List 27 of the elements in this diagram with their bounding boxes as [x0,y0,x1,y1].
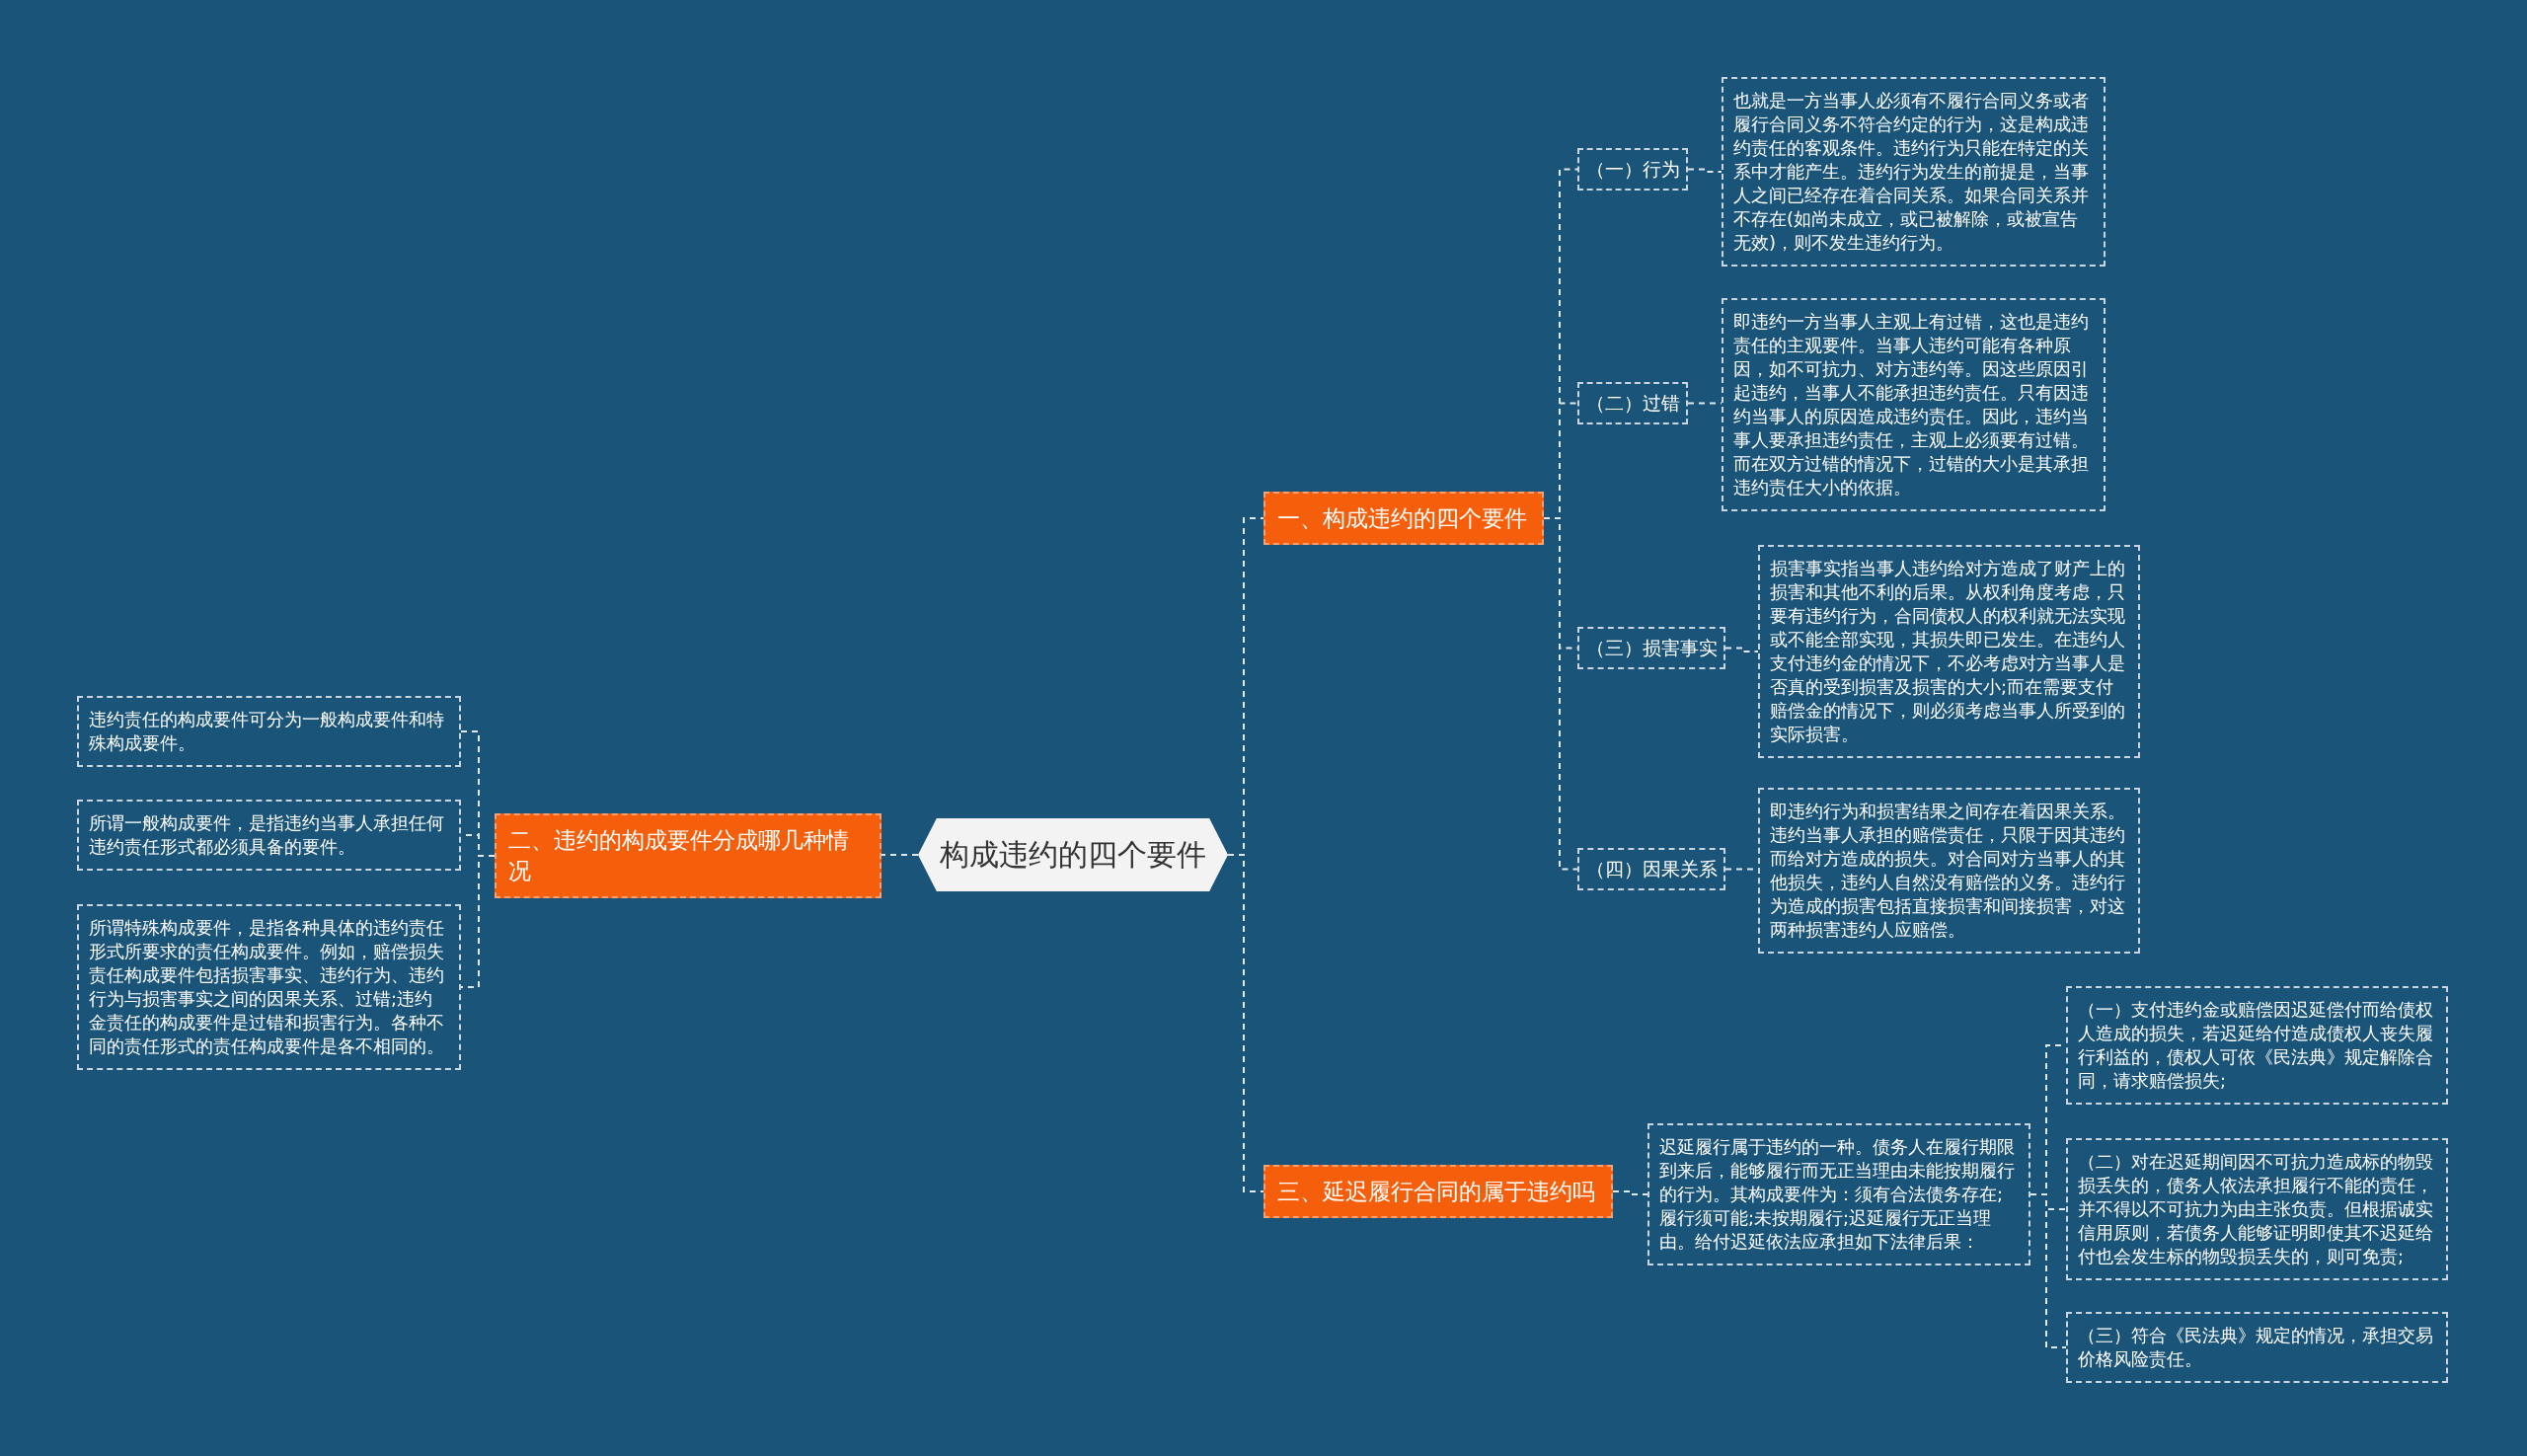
subtopic-box: （一）行为 [1577,148,1688,191]
connector-line [1687,168,1723,173]
note-box: 即违约行为和损害结果之间存在着因果关系。违约当事人承担的赔偿责任，只限于因其违约而给对方造成的损失。对合同对方当事人的其他损失，违约人自然没有赔偿的义务。违约行为造成的损害包括直接损害和间接损害，对这两种损害违约人应赔偿。 [1758,788,2140,954]
subtopic-box: （四）因果关系 [1577,848,1725,890]
topic-box: 二、违约的构成要件分成哪几种情况 [495,813,881,898]
connector-line [2029,1193,2067,1348]
topic-box: 三、延迟履行合同的属于违约吗 [1264,1165,1613,1218]
connector-line [1612,1190,1648,1195]
note-box: （二）对在迟延期间因不可抗力造成标的物毁损丢失的，债务人依法承担履行不能的责任，并不得以不可抗力为由主张负责。但根据诚实信用原则，若债务人能够证明即使其不迟延给付也会发生标的物毁损丢失的，则可免责; [2066,1138,2448,1280]
connector-line [1724,647,1759,652]
note-box: 也就是一方当事人必须有不履行合同义务或者履行合同义务不符合约定的行为，这是构成违约责任的客观条件。违约行为只能在特定的关系中才能产生。违约行为发生的前提是，当事人之间已经存在着合同关系。如果合同关系并不存在(如尚未成立，或已被解除，或被宣告无效)，则不发生违约行为。 [1722,77,2106,267]
connector-line [460,855,496,988]
connector-line [1687,402,1723,405]
subtopic-box: （二）过错 [1577,382,1688,424]
topic-box: 一、构成违约的四个要件 [1264,492,1544,545]
connector-line [1227,854,1264,1192]
central-topic: 构成违约的四个要件 [918,818,1228,891]
note-box: （三）符合《民法典》规定的情况，承担交易价格风险责任。 [2066,1312,2448,1383]
connector-line [881,854,919,856]
note-box: 即违约一方当事人主观上有过错，这也是违约责任的主观要件。当事人违约可能有各种原因，如不可抗力、对方违约等。因这些原因引起违约，当事人不能承担违约责任。只有因违约当事人的原因造成违约责任。因此，违约当事人要承担违约责任，主观上必须要有过错。而在双方过错的情况下，过错的大小是其承担违约责任大小的依据。 [1722,298,2106,511]
note-box: 违约责任的构成要件可分为一般构成要件和特殊构成要件。 [77,696,461,767]
subtopic-box: （三）损害事实 [1577,627,1725,669]
note-box: 损害事实指当事人违约给对方造成了财产上的损害和其他不利的后果。从权利角度考虑，只要有违约行为，合同债权人的权利就无法实现或不能全部实现，其损失即已发生。在违约人支付违约金的情况下，不必考虑对方当事人是否真的受到损害及损害的大小;而在需要支付赔偿金的情况下，则必须考虑当事人所受到的实际损害。 [1758,545,2140,758]
note-box: 迟延履行属于违约的一种。债务人在履行期限到来后，能够履行而无正当理由未能按期履行的行为。其构成要件为：须有合法债务存在;履行须可能;未按期履行;迟延履行无正当理由。给付迟延依法应承担如下法律后果： [1647,1123,2030,1265]
note-box: （一）支付违约金或赔偿因迟延偿付而给债权人造成的损失，若迟延给付造成债权人丧失履行利益的，债权人可依《民法典》规定解除合同，请求赔偿损失; [2066,986,2448,1105]
note-box: 所谓特殊构成要件，是指各种具体的违约责任形式所要求的责任构成要件。例如，赔偿损失责任构成要件包括损害事实、违约行为、违约行为与损害事实之间的因果关系、过错;违约金责任的构成要件是过错和损害行为。各种不同的责任形式的责任构成要件是各不相同的。 [77,904,461,1070]
note-box: 所谓一般构成要件，是指违约当事人承担任何违约责任形式都必须具备的要件。 [77,800,461,871]
